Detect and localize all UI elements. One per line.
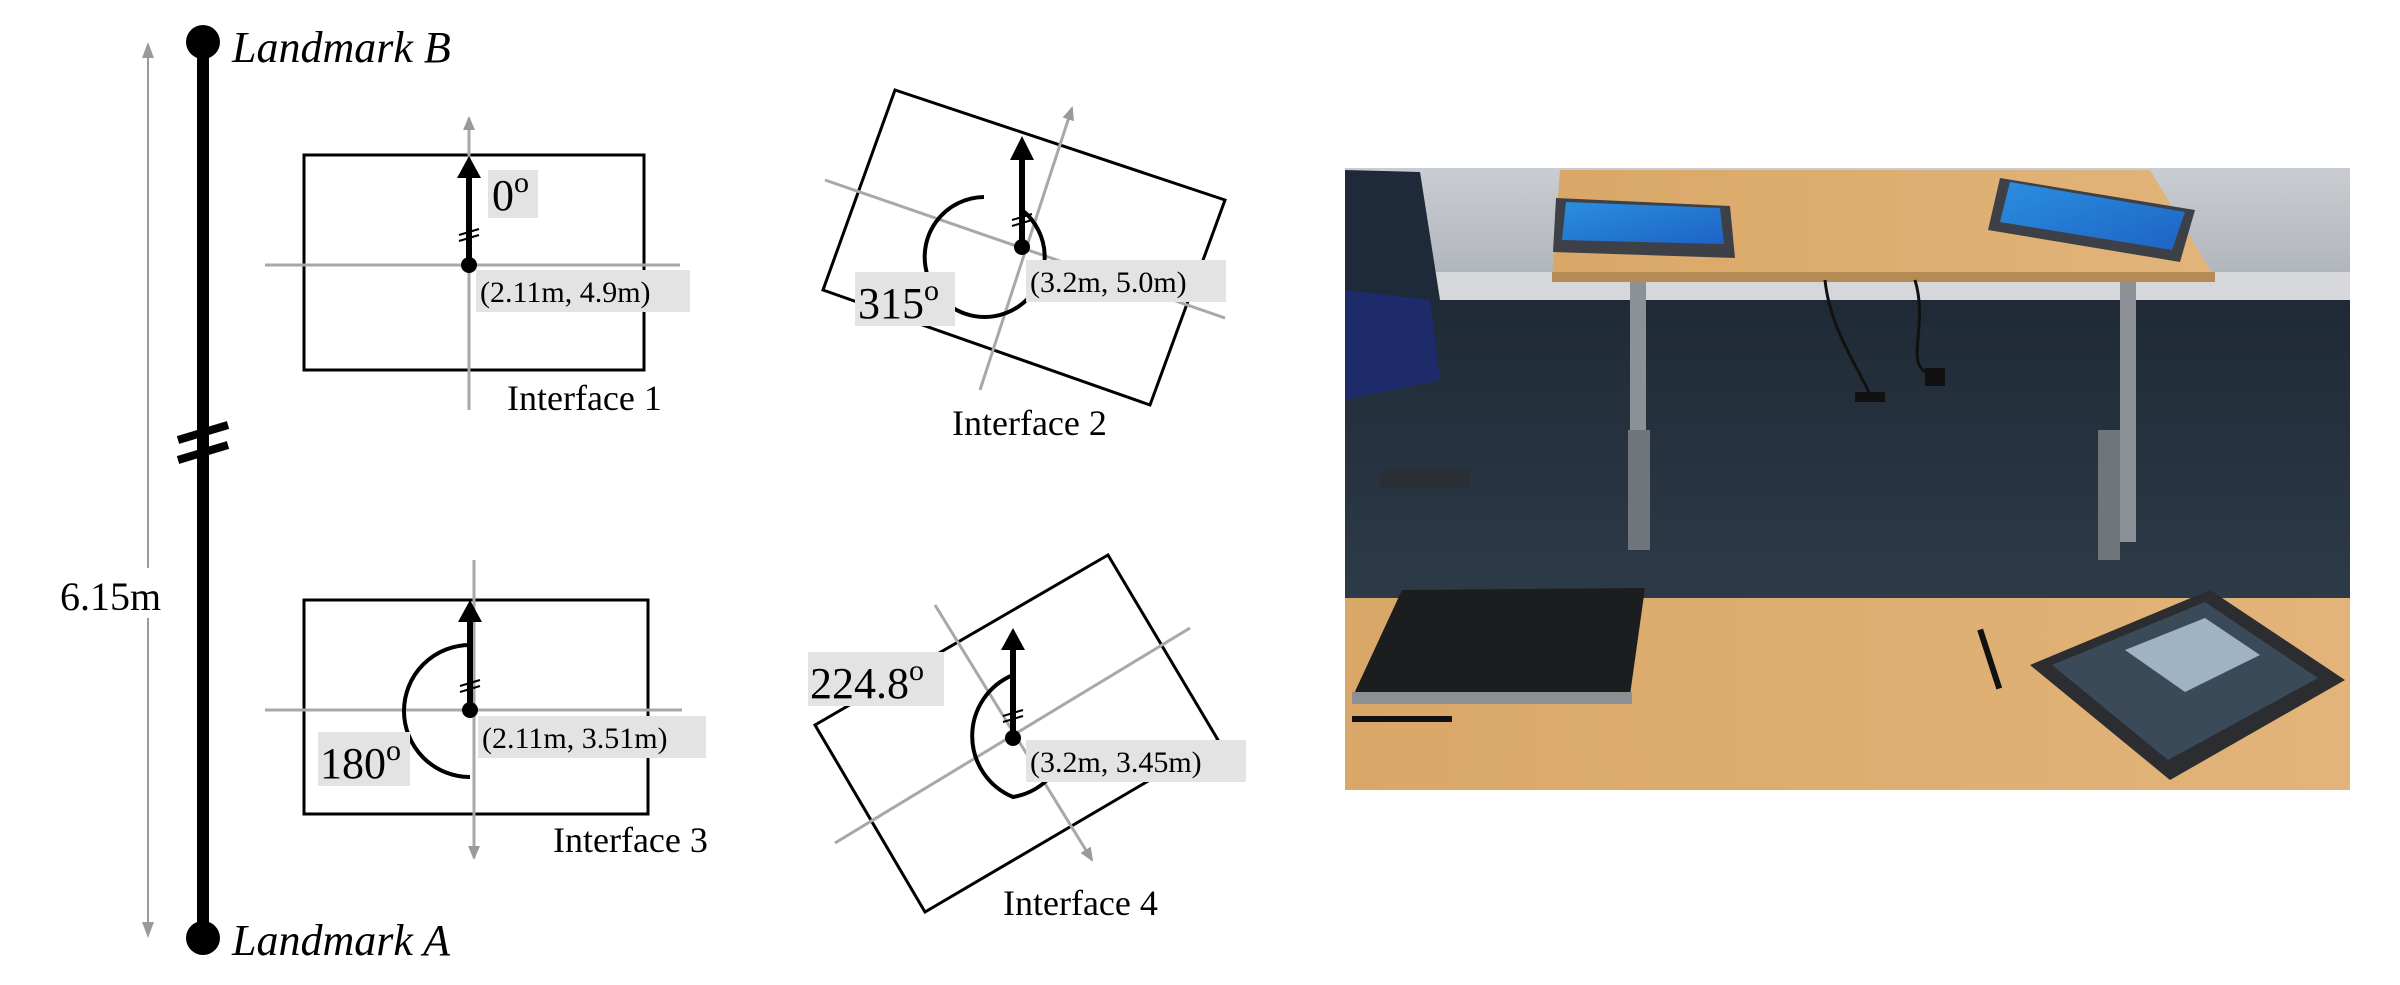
interface-1-coord: (2.11m, 4.9m) [480,276,651,309]
interface-1-label: Interface 1 [507,378,662,418]
photo-far-table-leg-right [2120,282,2136,542]
landmark-b-marker [186,25,220,59]
interface-1-angle-bg [488,170,538,218]
photo-cable-1 [1823,279,1872,396]
photo-floor [1345,300,2350,600]
interface-3-tick-1 [459,679,481,687]
interface-1-tick-1 [458,228,480,236]
interface-4-coord-bg [1026,740,1246,782]
interface-3-tick-2 [459,685,481,693]
interface-3-arrow-head [458,600,482,622]
dimension-arrow-top [142,42,154,58]
break-mark-1 [176,421,230,444]
interface-4-diagram: 224.8o (3.2m, 3.45m) Interface 4 [808,552,1246,923]
interface-3-angle-bg [318,732,410,786]
interface-1-table [302,153,646,372]
interface-1-tick-2 [458,234,480,242]
interface-4-arrow-head [1001,628,1025,650]
interface-4-tick-2 [1002,715,1024,723]
photo-far-table-foot-left [1628,430,1650,550]
interface-2-angle: 315o [858,274,939,328]
interface-4-angle: 224.8o [810,654,924,708]
interface-4-tick-1 [1002,709,1024,717]
distance-label: 6.15m [60,574,161,619]
photo-charger-1 [1855,392,1885,402]
interface-2-label: Interface 2 [952,403,1107,443]
photo-far-table-foot-right [2098,430,2120,560]
break-mark-2 [176,441,230,464]
interface-2-angle-bg [855,272,955,326]
interface-2-angle-arc [922,195,1047,319]
landmark-a-label: Landmark A [231,916,451,965]
measure-line-group: 6.15m Landmark B Landmark A [58,23,451,965]
photo-tablet-near-right-window [2125,618,2260,692]
interface-2-diagram: 315o (3.2m, 5.0m) Interface 2 [821,88,1227,443]
interface-3-angle: 180o [320,734,401,788]
interface-4-label: Interface 4 [1003,883,1158,923]
interface-1-angle: 0o [492,166,529,220]
interface-2-position-dot [1014,239,1030,255]
interface-1-arrow-head [457,156,481,178]
interface-3-position-dot [462,702,478,718]
interface-1-diagram: 0o (2.11m, 4.9m) Interface 1 [265,116,690,418]
interface-3-label: Interface 3 [553,820,708,860]
photo-tablet-far-right-screen [2000,182,2185,250]
photo-tablet-far-left-screen [1562,202,1724,244]
interface-3-table [302,598,650,816]
interface-2-coord: (3.2m, 5.0m) [1030,266,1187,299]
photo-far-table-edge [1552,272,2215,282]
landmark-b-label: Landmark B [231,23,451,72]
distance-label-bg [58,568,188,618]
interface-3-diagram: 180o (2.11m, 3.51m) Interface 3 [265,560,708,860]
interface-2-arrow-head [1010,136,1034,160]
photo-chair-back [1345,170,1440,300]
room-photo [1345,168,2350,790]
interface-4-angle-arc [970,673,1054,800]
photo-charger-2 [1925,368,1945,386]
interface-2-coord-bg [1026,260,1226,302]
interface-1-coord-bg [476,270,690,312]
interface-1-position-dot [461,257,477,273]
interface-3-coord: (2.11m, 3.51m) [482,722,668,755]
interface-4-coord: (3.2m, 3.45m) [1030,746,1202,779]
interface-3-angle-arc [402,643,471,779]
photo-stylus-near-right [1977,628,2003,690]
interface-2-tick-1 [1011,213,1033,221]
interface-2-table [821,88,1227,407]
photo-chair-seat [1345,290,1440,400]
photo-tablet-near-left [1352,588,1645,698]
dimension-arrow-bottom [142,922,154,938]
photo-chair-base [1380,470,1470,488]
landmark-a-marker [186,921,220,955]
interface-3-coord-bg [478,716,706,758]
photo-stylus-near-left [1352,716,1452,722]
interface-4-position-dot [1005,730,1021,746]
photo-tablet-near-left-edge [1352,692,1632,704]
interface-2-tick-2 [1011,219,1033,227]
interface-4-angle-bg [808,652,944,706]
